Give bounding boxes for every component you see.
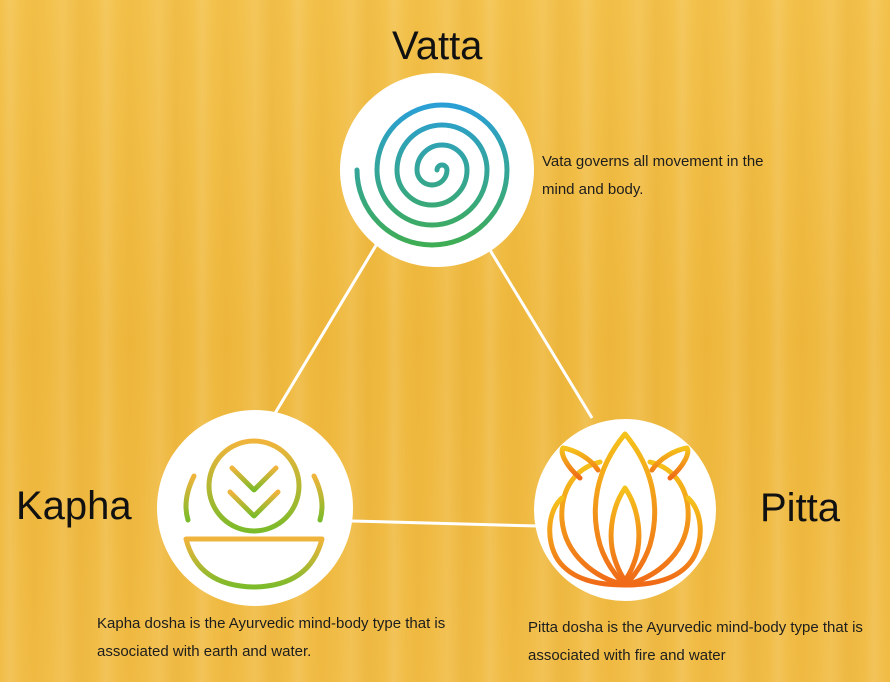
lotus-flame-icon (547, 431, 703, 588)
connector-kapha-pitta (351, 519, 539, 528)
spiral-icon (354, 102, 510, 248)
connector-vatta-kapha (272, 241, 380, 416)
vatta-node (340, 73, 534, 267)
pitta-node (534, 419, 716, 601)
kapha-title: Kapha (16, 484, 132, 528)
connector-vatta-pitta (488, 249, 594, 419)
pitta-title: Pitta (760, 486, 841, 530)
pitta-description: Pitta dosha is the Ayurvedic mind-body t… (528, 619, 863, 664)
vatta-description: Vata governs all movement in the mind an… (542, 153, 764, 198)
tree-bowl-icon (183, 438, 325, 590)
kapha-description: Kapha dosha is the Ayurvedic mind-body t… (97, 615, 446, 660)
kapha-node (157, 410, 353, 606)
vatta-title: Vatta (392, 24, 483, 68)
